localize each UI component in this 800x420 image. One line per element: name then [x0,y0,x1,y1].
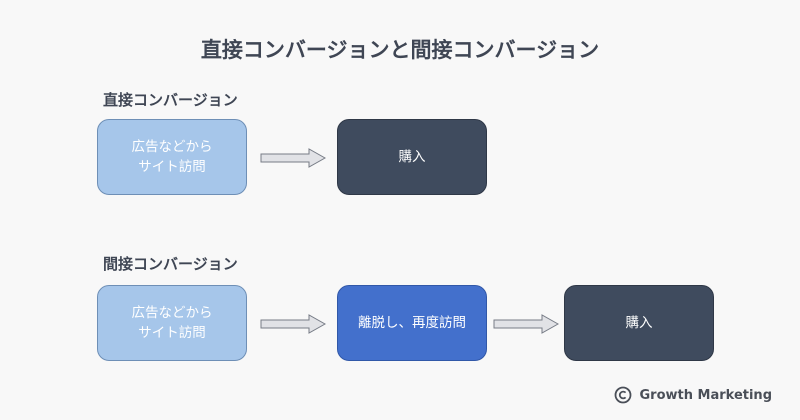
step-label: 購入 [625,315,653,331]
step-label: 購入 [398,149,426,165]
arrow-right-icon [493,314,559,334]
arrow-right-icon [260,314,326,334]
direct-step-site-visit: 広告などから サイト訪問 [97,119,247,195]
arrow-right-icon [260,148,326,168]
step-label: 広告などから サイト訪問 [131,139,213,175]
indirect-step-leave-revisit: 離脱し、再度訪問 [337,285,487,361]
indirect-conversion-heading: 間接コンバージョン [103,255,238,273]
copyright-icon [614,386,631,404]
brand-name: Growth Marketing [639,387,772,403]
direct-step-purchase: 購入 [337,119,487,195]
step-label: 離脱し、再度訪問 [358,315,466,331]
indirect-step-purchase: 購入 [564,285,714,361]
direct-conversion-heading: 直接コンバージョン [103,91,238,109]
indirect-step-site-visit: 広告などから サイト訪問 [97,285,247,361]
brand-watermark: Growth Marketing [614,386,772,404]
diagram-title: 直接コンバージョンと間接コンバージョン [200,38,600,62]
step-label: 広告などから サイト訪問 [131,305,213,341]
